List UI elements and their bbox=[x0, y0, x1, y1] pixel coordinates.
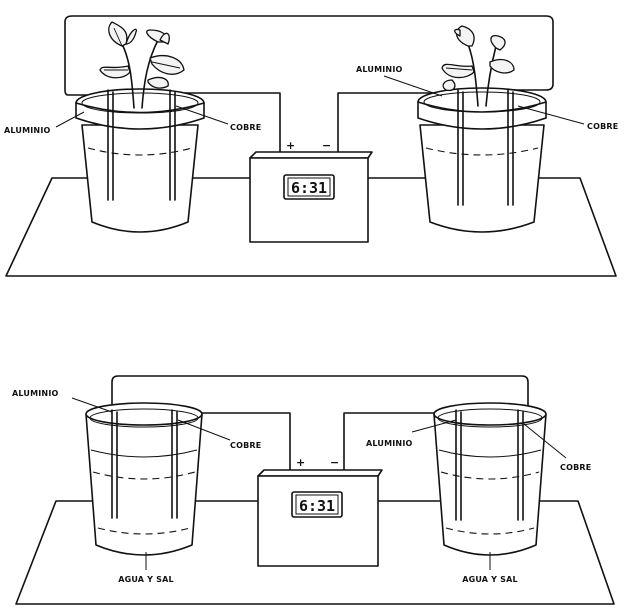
bottom-wire-loop bbox=[111, 375, 529, 413]
label-aluminio-top-right: ALUMINIO bbox=[356, 65, 403, 74]
label-aluminio-top-left: ALUMINIO bbox=[4, 126, 51, 135]
top-scene: ALUMINIO COBRE 6:31 + − bbox=[4, 15, 618, 277]
label-cobre-top-left: COBRE bbox=[230, 123, 261, 132]
top-wire-plus bbox=[169, 92, 281, 157]
top-clock: 6:31 + − bbox=[249, 139, 373, 243]
label-agua-bottom-right: AGUA Y SAL bbox=[462, 575, 518, 584]
top-wire-loop bbox=[64, 15, 554, 96]
bottom-right-glass: ALUMINIO COBRE AGUA Y SAL bbox=[366, 402, 591, 584]
bottom-wire-plus bbox=[175, 412, 291, 471]
bottom-clock-time: 6:31 bbox=[299, 497, 335, 515]
top-minus-sign: − bbox=[322, 139, 331, 152]
label-aluminio-bottom-right: ALUMINIO bbox=[366, 439, 413, 448]
bottom-wire-minus bbox=[343, 412, 457, 471]
label-aluminio-bottom-left: ALUMINIO bbox=[12, 389, 59, 398]
label-agua-bottom-left: AGUA Y SAL bbox=[118, 575, 174, 584]
label-cobre-bottom-right: COBRE bbox=[560, 463, 591, 472]
bottom-minus-sign: − bbox=[330, 456, 339, 469]
top-left-pot: ALUMINIO COBRE bbox=[4, 21, 261, 233]
top-clock-time: 6:31 bbox=[291, 179, 327, 197]
label-cobre-top-right: COBRE bbox=[587, 122, 618, 131]
top-right-pot: ALUMINIO COBRE bbox=[356, 25, 618, 233]
top-plus-sign: + bbox=[286, 139, 295, 152]
bottom-left-glass: ALUMINIO COBRE AGUA Y SAL bbox=[12, 389, 261, 584]
bottom-scene: ALUMINIO COBRE AGUA Y SAL 6:31 + − bbox=[12, 375, 615, 605]
bottom-plus-sign: + bbox=[296, 456, 305, 469]
bottom-clock: 6:31 + − bbox=[257, 456, 383, 567]
top-wire-minus bbox=[337, 92, 459, 157]
label-cobre-bottom-left: COBRE bbox=[230, 441, 261, 450]
